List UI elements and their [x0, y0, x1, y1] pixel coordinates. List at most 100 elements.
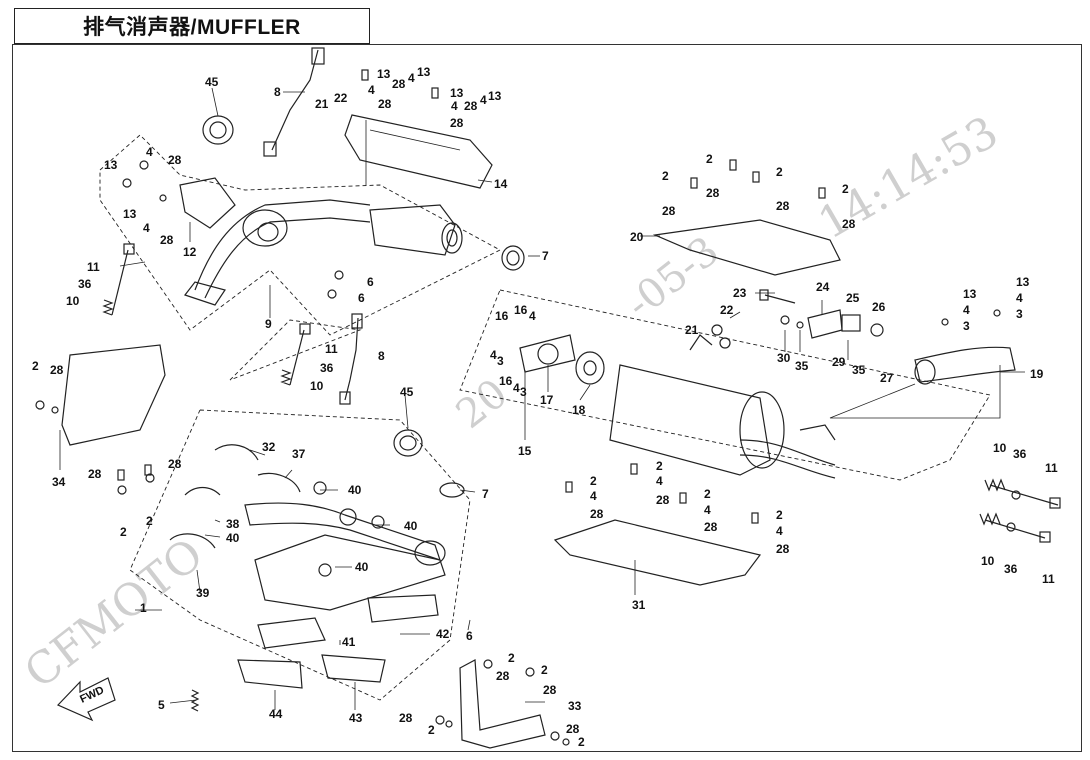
watermark-brand: CFMOTO	[15, 529, 212, 699]
callout-4: 4	[590, 489, 597, 503]
callout-28: 28	[392, 77, 406, 91]
callout-2: 2	[776, 165, 783, 179]
bracket-33	[459, 659, 546, 749]
callout-28: 28	[706, 186, 720, 200]
callout-2: 2	[508, 651, 515, 665]
callout-20: 20	[630, 230, 644, 244]
callout-10: 10	[981, 554, 995, 568]
gasket-7-lower	[439, 482, 465, 498]
callout-25: 25	[846, 291, 860, 305]
callout-6: 6	[466, 629, 473, 643]
bolt-23	[759, 289, 796, 304]
callout-3: 3	[497, 354, 504, 368]
callout-28: 28	[464, 99, 478, 113]
rubber-25	[841, 314, 861, 332]
callout-28: 28	[656, 493, 670, 507]
callout-37: 37	[292, 447, 306, 461]
callout-23: 23	[733, 286, 747, 300]
callout-13: 13	[104, 158, 118, 172]
callout-3: 3	[963, 319, 970, 333]
callout-40: 40	[404, 519, 418, 533]
leader-lines	[59, 87, 1025, 710]
callout-44: 44	[269, 707, 283, 721]
callout-4: 4	[776, 524, 783, 538]
callout-5: 5	[158, 698, 165, 712]
callout-2: 2	[706, 152, 713, 166]
header-pipe-assembly-1	[169, 444, 446, 611]
callout-35: 35	[852, 363, 866, 377]
callout-13: 13	[417, 65, 431, 79]
callout-28: 28	[168, 153, 182, 167]
callout-43: 43	[349, 711, 363, 725]
callout-3: 3	[1016, 307, 1023, 321]
gasket-18	[575, 351, 605, 385]
callout-36: 36	[320, 361, 334, 375]
callout-2: 2	[146, 514, 153, 528]
callout-45: 45	[400, 385, 414, 399]
gasket-45-lower	[393, 429, 423, 457]
callout-28: 28	[160, 233, 174, 247]
callout-19: 19	[1030, 367, 1044, 381]
header-pipe-9	[184, 199, 371, 306]
callout-24: 24	[816, 280, 830, 294]
callout-28: 28	[776, 542, 790, 556]
callout-6: 6	[367, 275, 374, 289]
guard-44	[237, 659, 303, 689]
callout-16: 16	[495, 309, 509, 323]
guard-43	[321, 654, 386, 683]
callout-14: 14	[494, 177, 508, 191]
callout-2: 2	[590, 474, 597, 488]
callout-11: 11	[1042, 572, 1055, 586]
callout-4: 4	[656, 474, 663, 488]
callout-28: 28	[450, 116, 464, 130]
callout-2: 2	[704, 487, 711, 501]
callout-28: 28	[704, 520, 718, 534]
tail-pipe-19	[914, 346, 1016, 385]
callout-28: 28	[496, 669, 510, 683]
callout-28: 28	[399, 711, 413, 725]
callout-4: 4	[513, 381, 520, 395]
spring-bolt-right-upper	[984, 478, 1061, 509]
callout-38: 38	[226, 517, 240, 531]
callout-2: 2	[842, 182, 849, 196]
callout-45: 45	[205, 75, 219, 89]
callout-4: 4	[143, 221, 150, 235]
callout-11: 11	[87, 260, 100, 274]
callout-33: 33	[568, 699, 582, 713]
callout-13: 13	[377, 67, 391, 81]
callout-28: 28	[50, 363, 64, 377]
fasteners	[35, 69, 1021, 746]
muffler-15	[609, 334, 836, 479]
callout-2: 2	[578, 735, 585, 749]
callout-21: 21	[685, 323, 699, 337]
callout-4: 4	[704, 503, 711, 517]
callout-28: 28	[776, 199, 790, 213]
spring-bolt-mid	[280, 323, 311, 386]
callout-11: 11	[325, 342, 338, 356]
callout-10: 10	[66, 294, 80, 308]
callout-22: 22	[720, 303, 734, 317]
callout-26: 26	[872, 300, 886, 314]
callout-8: 8	[274, 85, 281, 99]
fwd-label: FWD	[78, 684, 106, 705]
callout-2: 2	[428, 723, 435, 737]
callout-27: 27	[880, 371, 894, 385]
callout-2: 2	[662, 169, 669, 183]
callout-17: 17	[540, 393, 554, 407]
callout-8: 8	[378, 349, 385, 363]
callout-4: 4	[451, 99, 458, 113]
callout-32: 32	[262, 440, 276, 454]
group-outlines	[99, 134, 991, 701]
callout-7: 7	[482, 487, 489, 501]
callout-40: 40	[226, 531, 240, 545]
callout-42: 42	[436, 627, 450, 641]
oxygen-sensor-upper	[263, 47, 325, 157]
gasket-45-upper	[202, 115, 234, 145]
callout-12: 12	[183, 245, 197, 259]
catalyst-body	[369, 204, 463, 256]
skid-plate-31	[553, 519, 762, 586]
callout-35: 35	[795, 359, 809, 373]
guard-42	[367, 594, 439, 623]
callout-2: 2	[656, 459, 663, 473]
